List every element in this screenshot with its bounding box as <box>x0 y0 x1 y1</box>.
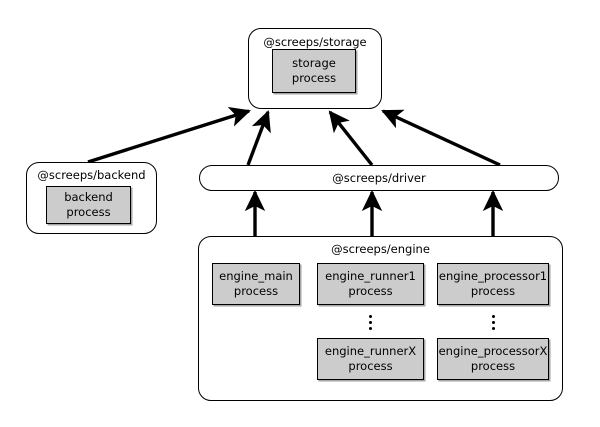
process-backend-kind: process <box>66 205 111 219</box>
process-storage-kind: process <box>291 71 337 85</box>
process-engine-main-name: engine_main <box>219 269 293 283</box>
process-engine-runner1-kind: process <box>348 284 393 298</box>
process-storage[interactable]: storage process <box>272 49 356 93</box>
process-engine-processor1-kind: process <box>470 284 516 298</box>
process-engine-processor1[interactable]: engine_processor1 process <box>437 263 549 305</box>
edge-backend-to-storage <box>87 107 251 164</box>
process-engine-runner1-name: engine_runner1 <box>325 269 416 283</box>
process-engine-processorx-kind: process <box>470 359 516 373</box>
process-storage-name: storage <box>292 56 336 70</box>
process-engine-runnerx[interactable]: engine_runnerX process <box>317 338 424 380</box>
package-engine-label: @screeps/engine <box>331 242 430 256</box>
vertical-ellipsis-icon-runner <box>364 312 376 330</box>
package-driver-label: @screeps/driver <box>332 171 426 185</box>
process-engine-main[interactable]: engine_main process <box>212 263 300 305</box>
process-backend-name: backend <box>64 190 113 204</box>
process-engine-runnerx-name: engine_runnerX <box>324 344 417 358</box>
process-engine-processorx-name: engine_processorX <box>438 344 548 358</box>
package-driver[interactable]: @screeps/driver <box>199 165 559 191</box>
process-engine-processorx[interactable]: engine_processorX process <box>437 338 549 380</box>
process-engine-runnerx-kind: process <box>348 359 393 373</box>
process-engine-runner1[interactable]: engine_runner1 process <box>317 263 424 305</box>
vertical-ellipsis-icon-processor <box>487 312 499 330</box>
process-engine-processor1-name: engine_processor1 <box>438 269 548 283</box>
package-storage-label: @screeps/storage <box>263 35 367 49</box>
package-backend-label: @screeps/backend <box>37 168 146 182</box>
edge-driver-mid-to-storage <box>328 110 374 167</box>
edge-driver-right-to-storage <box>381 109 501 167</box>
process-engine-main-kind: process <box>233 284 279 298</box>
process-backend[interactable]: backend process <box>46 186 131 224</box>
edge-driver-left-to-storage <box>246 110 271 166</box>
